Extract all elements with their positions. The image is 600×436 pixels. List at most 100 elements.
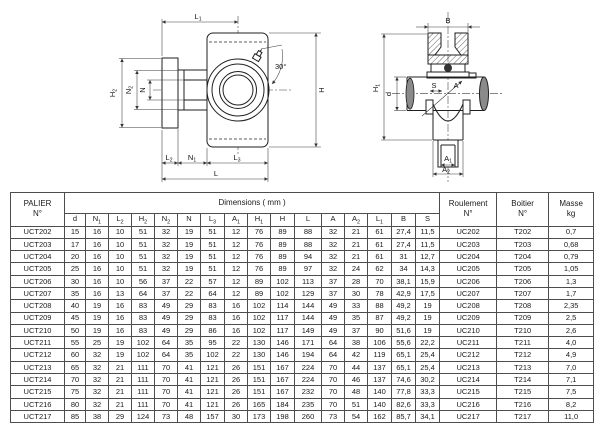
cell-dim: 32: [85, 360, 109, 375]
cell-dim: 12: [224, 262, 248, 276]
cell-dim: 26: [224, 373, 248, 387]
left-drawing: L1 H2 N2 N 30° H L2 N1 L3 L: [108, 12, 326, 182]
cell-dim: 12,7: [414, 250, 441, 264]
dim-label-l3: L3: [234, 153, 241, 164]
cell-roulement: UC216: [439, 397, 498, 411]
cell-dim: 32: [154, 250, 178, 264]
cell-dim: 140: [367, 385, 392, 399]
cell-dim: 40: [64, 299, 86, 313]
cell-dim: 260: [294, 409, 322, 424]
cell-dim: 102: [247, 323, 271, 338]
cell-dim: 70: [321, 360, 345, 375]
cell-dim: 165: [247, 397, 271, 411]
cell-dim: 10: [108, 274, 132, 288]
cell-dim: 70: [64, 373, 86, 387]
cell-dim: 56: [131, 274, 155, 288]
cell-dim: 89: [270, 225, 295, 239]
cell-dim: 11,5: [414, 225, 441, 239]
cell-dim: 102: [247, 311, 271, 325]
cell-dim: 54: [344, 409, 368, 424]
cell-dim: 21: [344, 250, 368, 264]
cell-masse: 11,0: [548, 409, 595, 424]
cell-masse: 7,0: [548, 360, 595, 375]
cell-roulement: UC211: [439, 336, 498, 350]
cell-palier: UCT216: [10, 397, 65, 411]
cell-dim: 77,8: [391, 385, 416, 399]
cell-dim: 34,1: [414, 409, 441, 424]
dim-label-l: L: [214, 169, 218, 178]
dim-label-n2: N2: [124, 86, 135, 94]
cell-dim: 121: [200, 385, 225, 399]
cell-dim: 194: [294, 348, 322, 362]
cell-dim: 102: [247, 299, 271, 313]
cell-dim: 35: [177, 336, 201, 350]
dim-col-header: A: [321, 213, 345, 227]
cell-masse: 4,0: [548, 336, 595, 350]
cell-roulement: UC210: [439, 323, 498, 338]
cell-roulement: UC213: [439, 360, 498, 375]
cell-masse: 2,6: [548, 323, 595, 338]
cell-dim: 151: [247, 373, 271, 387]
cell-palier: UCT202: [10, 225, 65, 239]
slide-plate: [161, 57, 179, 129]
cell-dim: 57: [200, 274, 225, 288]
cell-dim: 49,2: [391, 299, 416, 313]
cell-dim: 16: [85, 262, 109, 276]
cell-dim: 51: [200, 262, 225, 276]
spherical-seat-arc: [432, 103, 464, 122]
dim-col-header: L1: [367, 213, 392, 227]
cell-dim: 51,6: [391, 323, 416, 338]
cell-dim: 89: [270, 250, 295, 264]
cell-dim: 65,1: [391, 348, 416, 362]
dim-label-h: H: [317, 87, 326, 92]
cell-dim: 144: [294, 311, 322, 325]
cell-dim: 35: [344, 311, 368, 325]
cell-palier: UCT205: [10, 262, 65, 276]
cell-boitier: T212: [496, 348, 550, 362]
cell-roulement: UC203: [439, 237, 498, 252]
cell-dim: 49: [154, 323, 178, 338]
dim-label-a: A: [453, 81, 458, 90]
cell-dim: 73: [154, 409, 178, 424]
cell-dim: 106: [367, 336, 392, 350]
cell-dim: 38: [85, 409, 109, 424]
cell-boitier: T217: [496, 409, 550, 424]
cell-dim: 37: [154, 286, 178, 301]
cell-dim: 60: [64, 348, 86, 362]
cell-dim: 41: [177, 373, 201, 387]
cell-dim: 124: [131, 409, 155, 424]
cell-dim: 16: [108, 311, 132, 325]
grease-nipple: [251, 49, 263, 63]
cell-dim: 29: [108, 409, 132, 424]
cell-dim: 171: [294, 336, 322, 350]
cell-dim: 173: [247, 409, 271, 424]
cell-dim: 83: [200, 299, 225, 313]
cell-roulement: UC206: [439, 274, 498, 288]
dim-col-header: B: [391, 213, 416, 227]
cell-dim: 24: [344, 262, 368, 276]
cell-dim: 87: [367, 311, 392, 325]
cell-dim: 61: [367, 237, 392, 252]
adjust-block: [177, 69, 208, 111]
cell-palier: UCT206: [10, 274, 65, 288]
cell-dim: 75: [64, 385, 86, 399]
cell-dim: 32: [321, 225, 345, 239]
cell-dim: 62: [367, 262, 392, 276]
cell-dim: 19: [108, 348, 132, 362]
cell-dim: 41: [177, 360, 201, 375]
cell-dim: 42: [344, 348, 368, 362]
cell-dim: 28: [344, 274, 368, 288]
cell-dim: 51: [131, 225, 155, 239]
dim-col-header: H2: [131, 213, 155, 227]
cell-masse: 0,7: [548, 225, 595, 239]
cell-dim: 10: [108, 262, 132, 276]
cell-dim: 90: [367, 323, 392, 338]
cell-dim: 64: [154, 336, 178, 350]
cell-dim: 65,1: [391, 360, 416, 375]
cell-dim: 48: [177, 409, 201, 424]
